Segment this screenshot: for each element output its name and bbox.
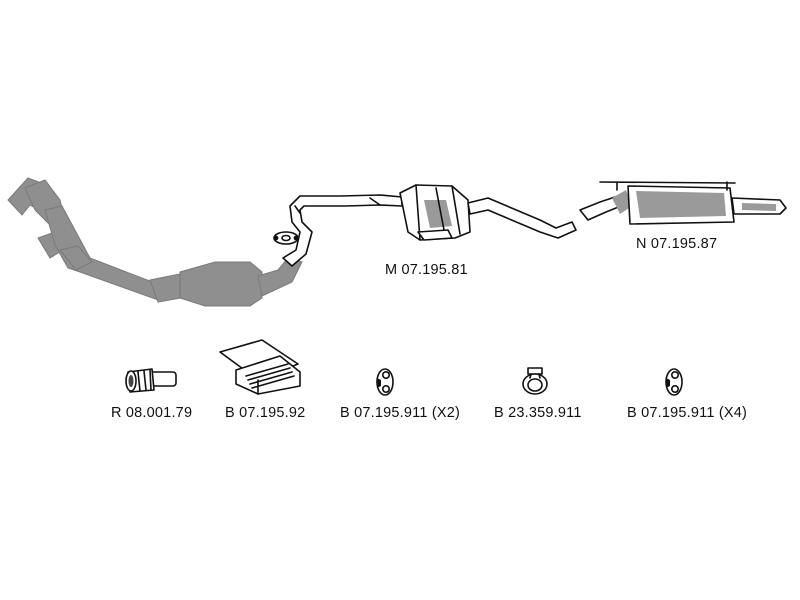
pipe-connector-icon bbox=[125, 368, 177, 393]
accessory-label: R 08.001.79 bbox=[111, 405, 193, 421]
accessory-label: B 07.195.911 (X4) bbox=[627, 405, 748, 421]
rubber-hanger-icon bbox=[665, 368, 683, 396]
middle-silencer bbox=[399, 184, 577, 241]
rubber-hanger-icon bbox=[376, 368, 394, 396]
middle-silencer-label: M 07.195.81 bbox=[385, 262, 468, 278]
accessory-label: B 07.195.911 (X2) bbox=[340, 405, 461, 421]
rear-silencer-label: N 07.195.87 bbox=[636, 236, 718, 252]
front-pipe bbox=[273, 194, 403, 267]
rear-silencer bbox=[579, 181, 787, 225]
mounting-kit-box-icon bbox=[219, 339, 301, 395]
accessory-label: B 07.195.92 bbox=[225, 405, 306, 421]
clamp-hanger-icon bbox=[522, 367, 548, 395]
catalytic-converter-ghost bbox=[7, 177, 303, 307]
accessory-label: B 23.359.911 bbox=[494, 405, 582, 421]
